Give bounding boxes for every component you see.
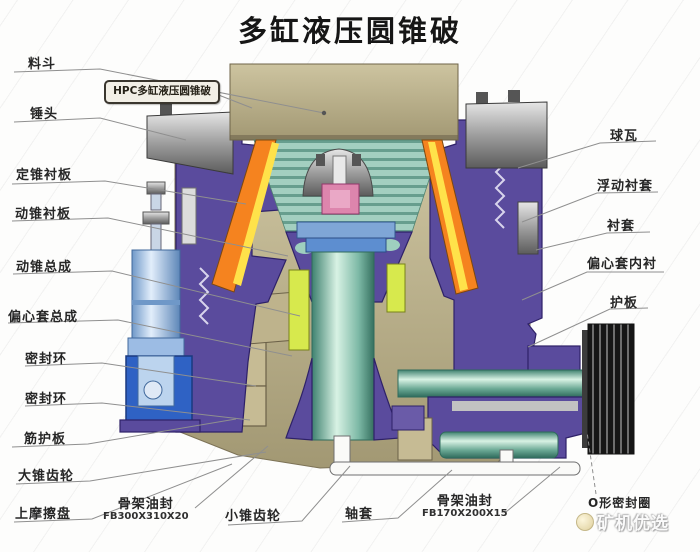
spring-left [198, 267, 210, 325]
oil-pipes [329, 435, 581, 476]
label-hopper: 料斗 [28, 57, 57, 72]
guard-plate-part [527, 345, 581, 373]
label-upper-friction-disc: 上摩擦盘 [15, 507, 72, 522]
label-guard-plate: 护板 [610, 296, 639, 311]
label-o-ring-seal: O形密封圈 [588, 496, 652, 510]
hydraulic-cylinder-assembly [119, 181, 201, 433]
page-title: 多缸液压圆锥破 [237, 14, 462, 48]
shaft-sleeve-part [439, 431, 559, 459]
label-skeleton-oil-seal-left: 骨架油封 FB300X310X20 [103, 493, 189, 522]
label-text: 骨架油封 [117, 497, 174, 512]
v-belt-pulley [587, 323, 635, 455]
leader-lines [7, 68, 664, 526]
label-floating-bushing: 浮动衬套 [597, 179, 654, 194]
crusher-body-walls [175, 119, 543, 433]
hopper-part [229, 63, 459, 141]
label-moving-cone-liner: 动锥衬板 [15, 207, 72, 222]
gold-seal-icon [576, 512, 594, 531]
label-seal-ring-1: 密封环 [25, 352, 68, 367]
label-spherical-bearing: 球瓦 [610, 129, 639, 144]
label-eccentric-sleeve-assembly: 偏心套总成 [8, 310, 79, 325]
label-bushing: 衬套 [607, 219, 636, 234]
bushing-part [517, 201, 539, 255]
label-moving-cone-assembly: 动锥总成 [16, 260, 73, 275]
label-rib-guard-plate: 筋护板 [24, 432, 67, 447]
liner-highlight [233, 142, 279, 286]
label-small-bevel-gear: 小锥齿轮 [225, 509, 282, 524]
watermark-text: 矿机优选 [597, 514, 669, 534]
small-bevel-gear-part [391, 405, 425, 431]
label-eccentric-sleeve-inner-liner: 偏心套内衬 [587, 257, 658, 272]
eccentric-inner-liner-part [288, 269, 310, 351]
label-hammer-head: 锤头 [30, 107, 59, 122]
fixed-cone-liner-part [211, 139, 277, 293]
label-text: 骨架油封 [436, 494, 493, 509]
drive-shaft [397, 369, 595, 398]
core-bushing [321, 183, 360, 215]
watermark: 矿机优选 [576, 509, 669, 534]
label-fixed-cone-liner: 定锥衬板 [16, 168, 73, 183]
label-part-number: FB170X200X15 [422, 508, 508, 519]
label-large-bevel-gear: 大锥齿轮 [18, 469, 75, 484]
label-part-number: FB300X310X20 [103, 511, 189, 522]
label-seal-ring-2: 密封环 [25, 392, 68, 407]
label-skeleton-oil-seal-right: 骨架油封 FB170X200X15 [422, 490, 508, 519]
drive-assembly [391, 323, 635, 461]
hammer-head-parts [146, 90, 548, 175]
label-shaft-sleeve: 轴套 [345, 507, 374, 522]
cone-head-assembly [296, 148, 396, 253]
model-tag-box: HPC多缸液压圆锥破 [104, 80, 220, 104]
